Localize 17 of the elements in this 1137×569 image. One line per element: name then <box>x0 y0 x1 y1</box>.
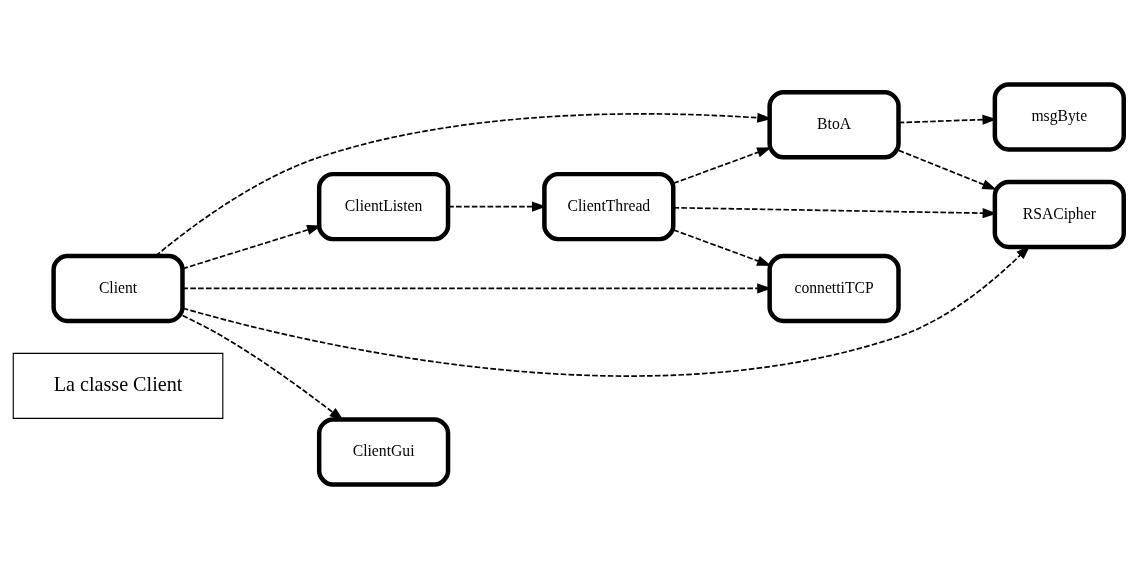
arrow <box>672 147 772 185</box>
arrow <box>181 314 344 421</box>
arrow <box>155 112 772 257</box>
node-box: msgByte <box>992 82 1126 152</box>
node-box: BtoA <box>767 90 901 160</box>
node-box: connettiTCP <box>767 253 901 324</box>
node-box: ClientGui <box>316 417 451 487</box>
node-box: RSACipher <box>992 179 1126 250</box>
node-box: La classe Client <box>12 352 224 419</box>
arrow <box>672 229 772 266</box>
arrow <box>181 283 772 294</box>
node-box: ClientListen <box>316 171 451 242</box>
arrow <box>447 201 547 212</box>
arrow <box>897 149 997 190</box>
arrow <box>181 225 322 270</box>
node-box: ClientThread <box>542 171 676 242</box>
node-box: Client <box>51 253 185 324</box>
